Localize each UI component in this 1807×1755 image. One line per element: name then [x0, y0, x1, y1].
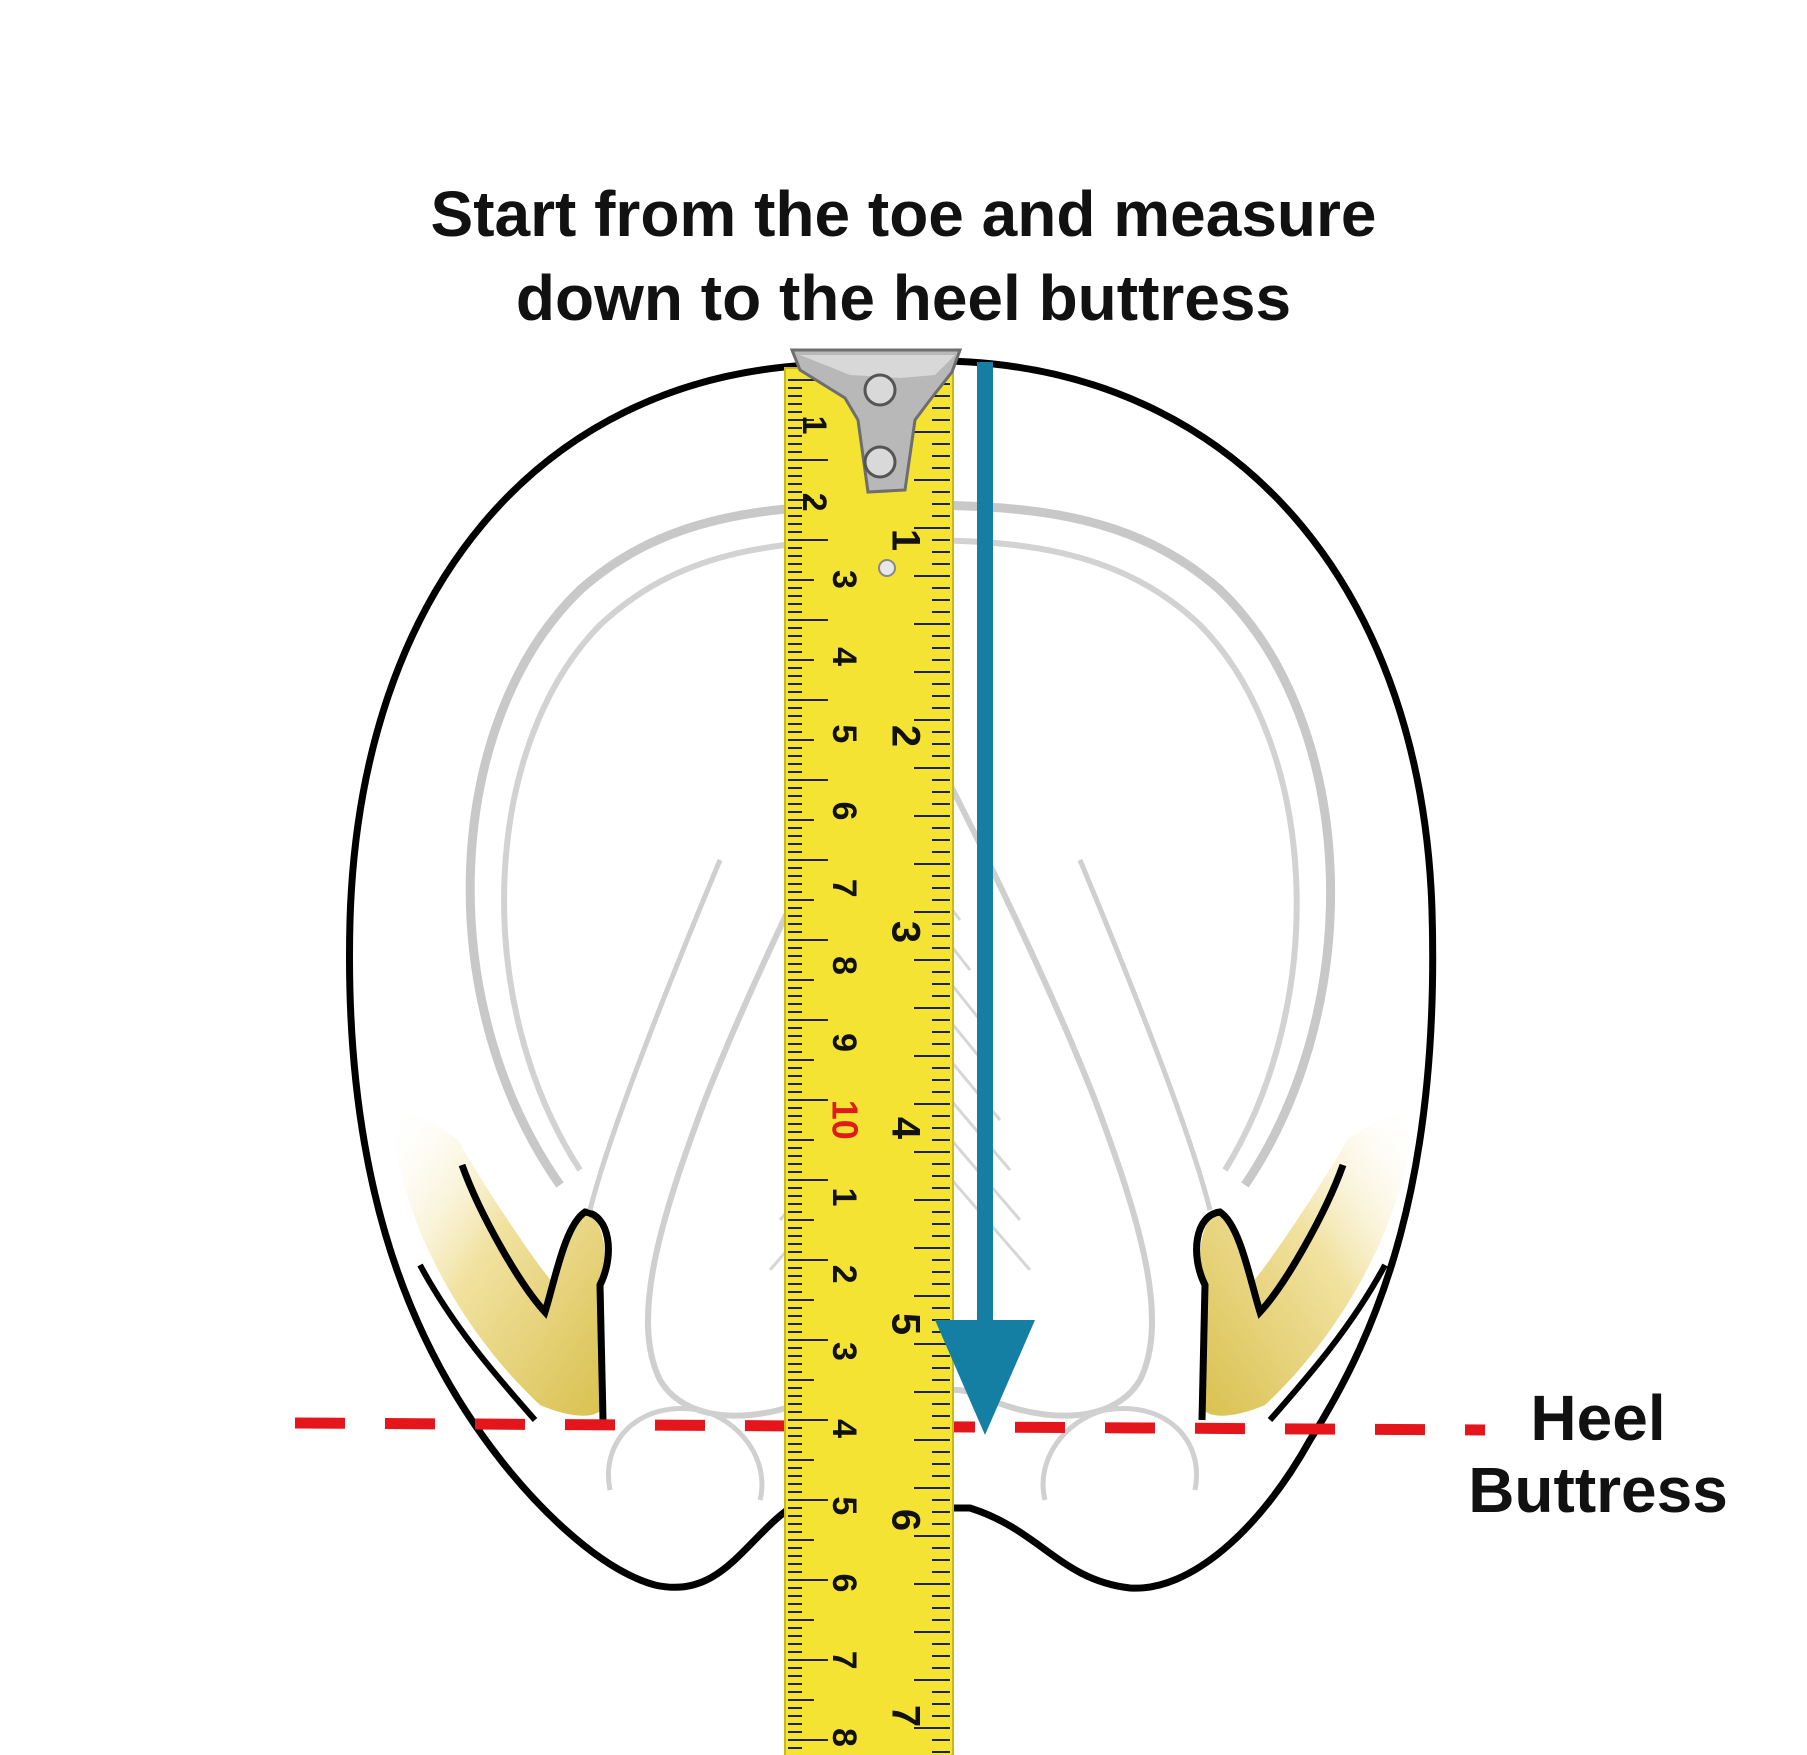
tape-scale-left-label: 3	[825, 1342, 863, 1361]
tape-scale-left: 1 2 3 4 5 6 7 8 9 10 1 2 3 4 5 6 7 8	[795, 416, 865, 1747]
tape-scale-left-label: 6	[825, 1574, 863, 1593]
heel-buttress-line	[294, 1417, 1486, 1436]
tape-scale-left-label: 10	[824, 1100, 865, 1140]
tape-scale-right-label: 2	[883, 725, 927, 747]
measuring-tape: 1 2 3 4 5 6 7 8 9 10 1 2 3 4 5 6 7 8 1 2 3 4 5 6 7	[784, 348, 963, 1755]
heel-bar-right	[1200, 1110, 1415, 1416]
tape-scale-right-label: 5	[883, 1313, 927, 1335]
tape-scale-right-label: 4	[883, 1117, 927, 1140]
frog-groove-right	[1077, 859, 1213, 1211]
tape-scale-left-label: 1	[825, 1188, 863, 1207]
tape-scale-left-label: 8	[825, 1728, 863, 1747]
measure-arrow	[935, 362, 1035, 1435]
tape-scale-left-label: 6	[825, 802, 863, 821]
tape-scale-left-label: 4	[825, 647, 863, 666]
tape-scale-left-label: 7	[825, 1651, 863, 1670]
heel-bulb-left	[606, 1406, 765, 1501]
frog-groove-left	[587, 859, 723, 1211]
heel-bulb-right	[1040, 1406, 1199, 1501]
tape-end-hook	[789, 348, 963, 494]
rivet-top	[863, 373, 897, 407]
hoof-wall-lower-right	[1267, 1263, 1388, 1422]
tape-scale-left-label: 9	[825, 1033, 863, 1052]
tape-scale-left-label: 5	[825, 1496, 863, 1515]
tape-scale-right-label: 3	[883, 921, 927, 943]
tape-scale-right-label: 7	[883, 1705, 927, 1727]
tape-scale-left-label: 7	[825, 879, 863, 898]
heel-outline-right	[1193, 1163, 1347, 1421]
tape-body	[784, 367, 954, 1755]
heel-label-line-2: Buttress	[1468, 1454, 1728, 1526]
heel-label-line-1: Heel	[1530, 1382, 1666, 1454]
tape-hole	[878, 559, 896, 577]
tape-scale-right: 1 2 3 4 5 6 7	[883, 529, 927, 1727]
tape-scale-left-label: 3	[825, 570, 863, 589]
tape-scale-left-label: 5	[825, 724, 863, 743]
tape-scale-left-label: 8	[825, 956, 863, 975]
tape-scale-right-label: 6	[883, 1509, 927, 1531]
tape-scale-left-label: 2	[795, 493, 833, 512]
tape-scale-left-label: 4	[825, 1419, 863, 1438]
heel-bar-left	[390, 1110, 605, 1416]
tape-ticks	[788, 379, 950, 1753]
heel-outline-left	[458, 1163, 612, 1421]
tape-scale-left-label: 2	[825, 1265, 863, 1284]
hoof-wall-lower-left	[417, 1263, 538, 1422]
instruction-title: Start from the toe and measure down to t…	[0, 172, 1807, 340]
rivet-bottom	[863, 445, 897, 479]
tape-scale-right-label: 1	[883, 529, 927, 551]
title-line-2: down to the heel buttress	[515, 262, 1292, 334]
tape-scale-left-label: 1	[795, 416, 833, 435]
heel-buttress-label: Heel Buttress	[1438, 1382, 1758, 1526]
title-line-1: Start from the toe and measure	[430, 178, 1377, 250]
